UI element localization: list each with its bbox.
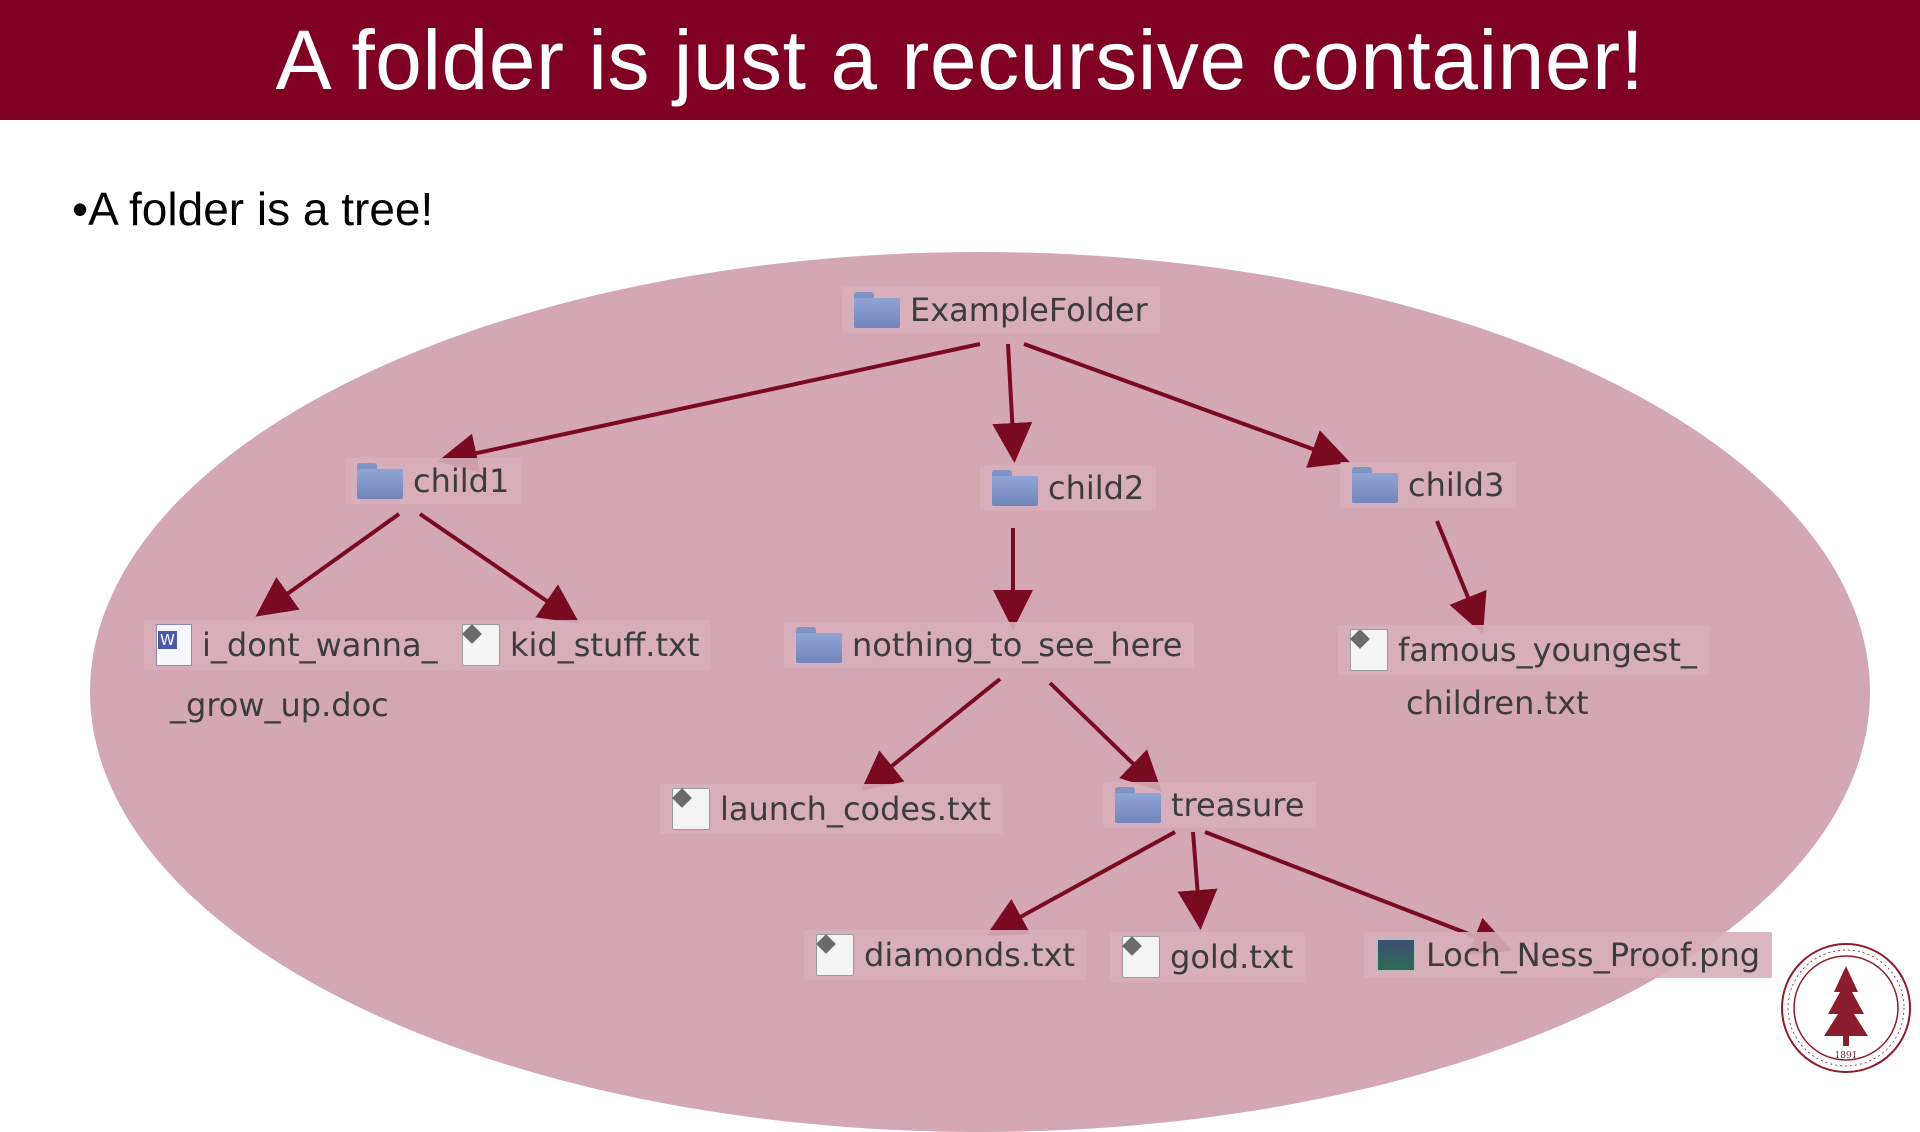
folder-node-child3[interactable]: child3 [1340,462,1517,508]
arrow-treasure-loch [1204,830,1513,956]
folder-icon [1352,467,1398,503]
file-node-kid-stuff[interactable]: kid_stuff.txt [450,620,712,670]
node-label: treasure [1171,786,1305,824]
arrow-root-child2 [992,343,1033,463]
node-label: i_dont_wanna_ [202,626,438,664]
folder-icon [854,292,900,328]
text-file-icon [672,788,710,830]
text-file-icon [816,934,854,976]
folder-node-child2[interactable]: child2 [980,465,1157,511]
tree-ellipse [90,252,1870,1132]
file-node-launch-codes[interactable]: launch_codes.txt [660,784,1003,834]
arrow-child1-kid [418,512,580,624]
image-file-icon [1376,938,1416,972]
file-node-loch-ness[interactable]: Loch_Ness_Proof.png [1364,932,1773,978]
node-label: nothing_to_see_here [852,626,1183,664]
arrow-nothing-launch [860,677,1002,792]
arrow-nothing-treasure [1048,681,1162,792]
node-label: children.txt [1406,684,1589,722]
folder-icon [796,627,842,663]
file-node-doc-label-line2: _grow_up.doc [158,682,401,728]
arrow-root-child3 [1023,342,1351,468]
node-label: child1 [413,462,510,500]
word-document-icon [156,624,192,666]
node-label: Loch_Ness_Proof.png [1426,936,1761,974]
file-node-famous[interactable]: famous_youngest_ [1338,625,1709,675]
title-bar: A folder is just a recursive container! [0,0,1920,120]
node-label: child2 [1048,469,1145,507]
node-label: _grow_up.doc [170,686,389,724]
folder-node-examplefolder[interactable]: ExampleFolder [842,287,1160,333]
folder-icon [357,463,403,499]
text-file-icon [462,624,500,666]
node-label: child3 [1408,466,1505,504]
folder-node-treasure[interactable]: treasure [1103,782,1317,828]
arrow-treasure-gold [1177,831,1218,930]
file-node-diamonds[interactable]: diamonds.txt [804,930,1088,980]
file-node-gold[interactable]: gold.txt [1110,932,1306,982]
node-label: launch_codes.txt [720,790,991,828]
university-seal-logo: 1891 [1781,943,1911,1073]
folder-icon [1115,787,1161,823]
node-label: kid_stuff.txt [510,626,700,664]
tree-arrows [255,342,1513,956]
bullet-text: •A folder is a tree! [72,183,434,235]
arrow-root-child1 [437,342,981,473]
arrow-child3-famous [1435,520,1487,635]
folder-node-nothing-to-see-here[interactable]: nothing_to_see_here [784,622,1195,668]
node-label: ExampleFolder [910,291,1148,329]
text-file-icon [1350,629,1388,671]
folder-icon [992,470,1038,506]
arrow-treasure-diamonds [985,830,1176,936]
slide-title: A folder is just a recursive container! [275,12,1645,107]
file-node-doc[interactable]: i_dont_wanna_ [144,620,450,670]
svg-text:1891: 1891 [1835,1051,1858,1061]
folder-node-child1[interactable]: child1 [345,458,522,504]
node-label: gold.txt [1170,938,1294,976]
node-label: famous_youngest_ [1398,631,1697,669]
text-file-icon [1122,936,1160,978]
node-label: diamonds.txt [864,936,1076,974]
arrow-child1-doc [255,512,401,617]
file-node-famous-label-line2: children.txt [1394,680,1601,726]
